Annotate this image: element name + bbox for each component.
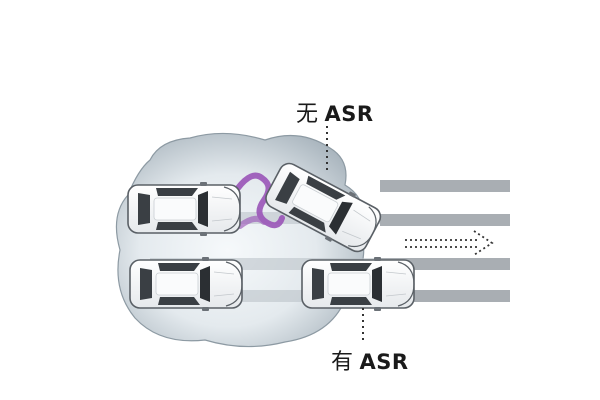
road-stripe [380, 214, 510, 226]
road-stripe [380, 180, 510, 192]
label-prefix: 无 [296, 102, 319, 127]
car-icon [301, 256, 415, 312]
label-text: ASR [359, 350, 409, 374]
direction-arrow-icon [405, 230, 494, 256]
skid-trace [235, 172, 285, 229]
label-text: ASR [324, 102, 374, 126]
car-icon [129, 256, 243, 312]
car-icon [127, 181, 241, 237]
label-prefix: 有 [331, 350, 354, 375]
ice-patch-icon [115, 132, 365, 348]
